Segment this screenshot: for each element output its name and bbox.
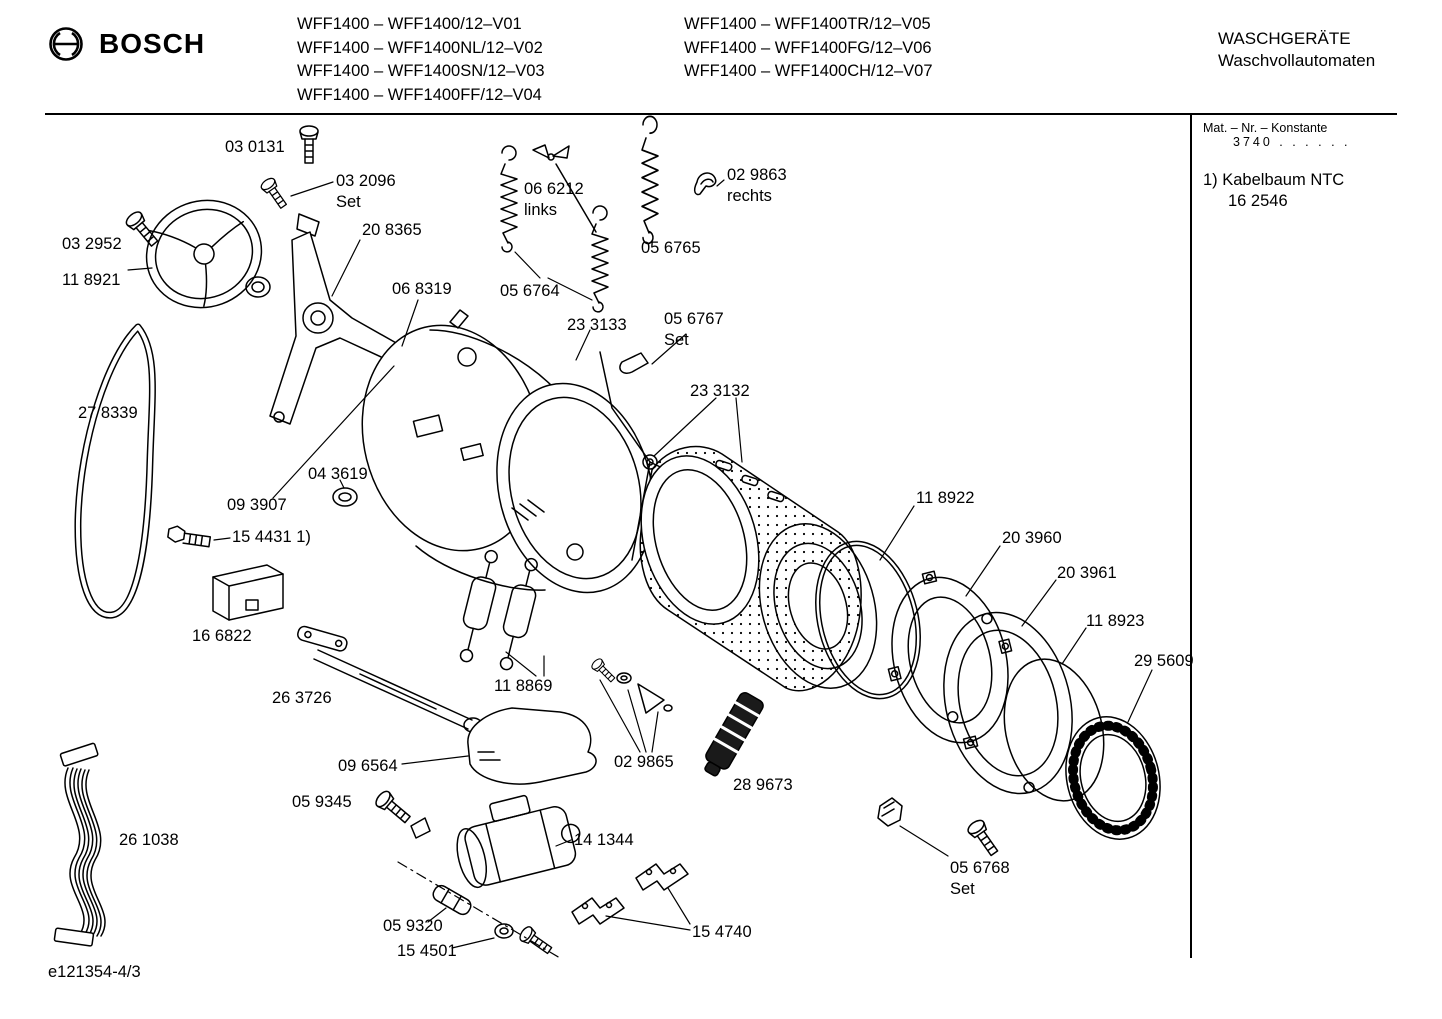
screw-03-2952-icon (123, 208, 163, 251)
shock-absorber-right-drawing (499, 557, 538, 671)
mat-nr-label: Mat. – Nr. – Konstante (1203, 121, 1328, 135)
header-divider (45, 113, 1397, 115)
model-line: WFF1400 – WFF1400CH/12–V07 (684, 62, 933, 80)
model-line: WFF1400 – WFF1400NL/12–V02 (297, 38, 543, 57)
brackets-15-4740-drawing (571, 863, 689, 925)
sidebar-divider (1190, 113, 1192, 958)
spring-05-6764-icon (500, 145, 518, 253)
shock-absorber-left-drawing (459, 549, 498, 663)
category-line1: WASCHGERÄTE (1218, 29, 1351, 48)
clamp-05-6768-drawing (877, 797, 1003, 860)
ring-04-3619-icon (332, 487, 358, 507)
model-line: WFF1400 – WFF1400/12–V01 (297, 15, 522, 33)
bosch-logo-icon (49, 27, 83, 61)
brand-name: BOSCH (99, 28, 206, 59)
mat-nr-value: 3740 . . . . . . (1233, 135, 1351, 149)
cable-harness-drawing (53, 742, 106, 947)
screw-03-0131-icon (299, 125, 319, 164)
ring-20-3961-drawing (943, 611, 1073, 795)
part-02-9863-icon (693, 172, 717, 196)
damping-plate-drawing (467, 707, 597, 785)
spring-middle-icon (591, 205, 609, 313)
screw-03-2096-icon (258, 175, 291, 212)
ring-20-3960-drawing (887, 570, 1013, 750)
bosch-logo: BOSCH (46, 24, 205, 64)
pulley-drawing (145, 199, 263, 309)
friction-damper-drawing (297, 625, 483, 733)
outer-tub-drawing (361, 309, 654, 594)
drive-belt-drawing (74, 323, 156, 619)
motor-drawing (397, 794, 581, 959)
small-parts-02-9865-drawing (589, 656, 673, 714)
tube-28-9673-drawing (704, 692, 764, 777)
footnote-line2: 16 2546 (1228, 192, 1288, 210)
model-line: WFF1400 – WFF1400FF/12–V04 (297, 85, 542, 104)
sidebar: Mat. – Nr. – Konstante 3740 . . . . . . … (1203, 121, 1438, 211)
model-line: WFF1400 – WFF1400TR/12–V05 (684, 15, 931, 33)
ring-11-8922-drawing (815, 540, 921, 700)
support-spider-drawing (245, 213, 399, 425)
category-line2: Waschvollautomaten (1218, 51, 1376, 70)
footnote-line1: 1) Kabelbaum NTC (1203, 171, 1345, 189)
gasket-29-5609-drawing (1065, 716, 1161, 840)
part-06-6212-icon (532, 144, 597, 233)
leader-lines (127, 179, 1153, 949)
inner-drum-drawing (639, 445, 878, 692)
module-box-drawing (212, 564, 284, 621)
screw-05-9345-icon (372, 788, 415, 828)
doc-number: e121354-4/3 (48, 963, 141, 981)
washer-screw-15-4501-icon (494, 923, 555, 958)
bolt-15-4431-icon (167, 525, 212, 548)
model-line: WFF1400 – WFF1400FG/12–V06 (684, 38, 932, 57)
spring-05-6765-icon (641, 115, 659, 245)
spacer-05-9320-icon (432, 884, 472, 916)
model-line: WFF1400 – WFF1400SN/12–V03 (297, 62, 545, 80)
clip-05-6767-icon (619, 352, 649, 374)
category-block: WASCHGERÄTE Waschvollautomaten (1218, 28, 1375, 72)
